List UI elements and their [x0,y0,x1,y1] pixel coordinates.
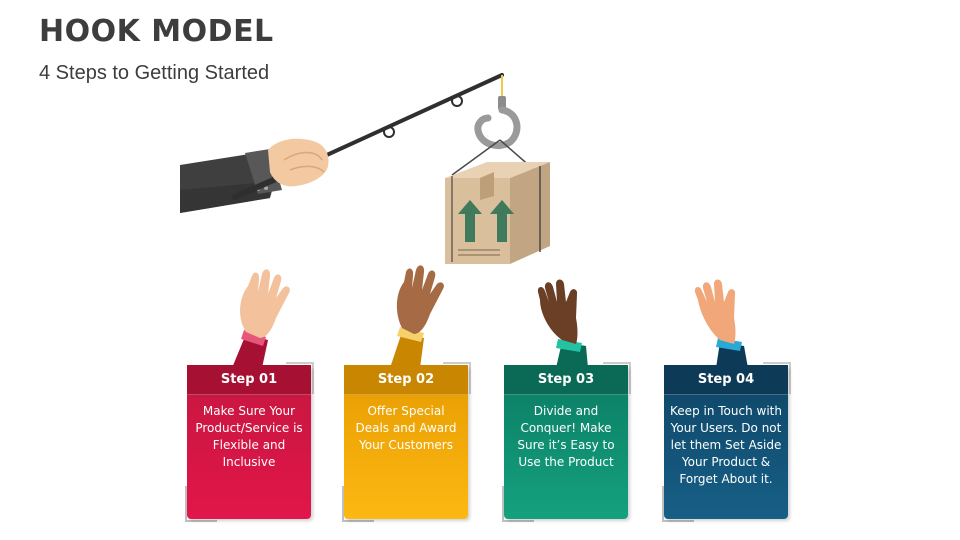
page-title: HOOK MODEL [39,14,274,49]
hook-icon [451,75,541,176]
raised-hand-icon [232,269,290,368]
raised-hand-icon [390,265,444,368]
step-description: Offer Special Deals and Award Your Custo… [355,404,457,452]
step-description: Keep in Touch with Your Users. Do not le… [670,404,782,486]
step-label: Step 03 [504,365,628,395]
step-card-4: Step 04 Keep in Touch with Your Users. D… [662,362,791,522]
step-label: Step 04 [664,365,788,395]
card-corner-accent [342,486,374,522]
step-description: Divide and Conquer! Make Sure it’s Easy … [517,404,615,469]
raised-hand-icon [537,279,588,368]
step-card-1: Step 01 Make Sure Your Product/Service i… [185,362,314,522]
step-label: Step 02 [344,365,468,395]
card-corner-accent [502,486,534,522]
card-corner-accent [185,486,217,522]
card-corner-accent [443,362,471,394]
card-corner-accent [662,486,694,522]
card-corner-accent [286,362,314,394]
page-subtitle: 4 Steps to Getting Started [39,62,270,84]
step-card-3: Step 03 Divide and Conquer! Make Sure it… [502,362,631,522]
raised-hand-icon [694,279,748,368]
step-label: Step 01 [187,365,311,395]
cardboard-box-icon [445,162,550,264]
card-corner-accent [763,362,791,394]
hand-holding-fishing-rod-icon [180,73,504,213]
step-description: Make Sure Your Product/Service is Flexib… [195,404,303,469]
card-corner-accent [603,362,631,394]
step-card-2: Step 02 Offer Special Deals and Award Yo… [342,362,471,522]
